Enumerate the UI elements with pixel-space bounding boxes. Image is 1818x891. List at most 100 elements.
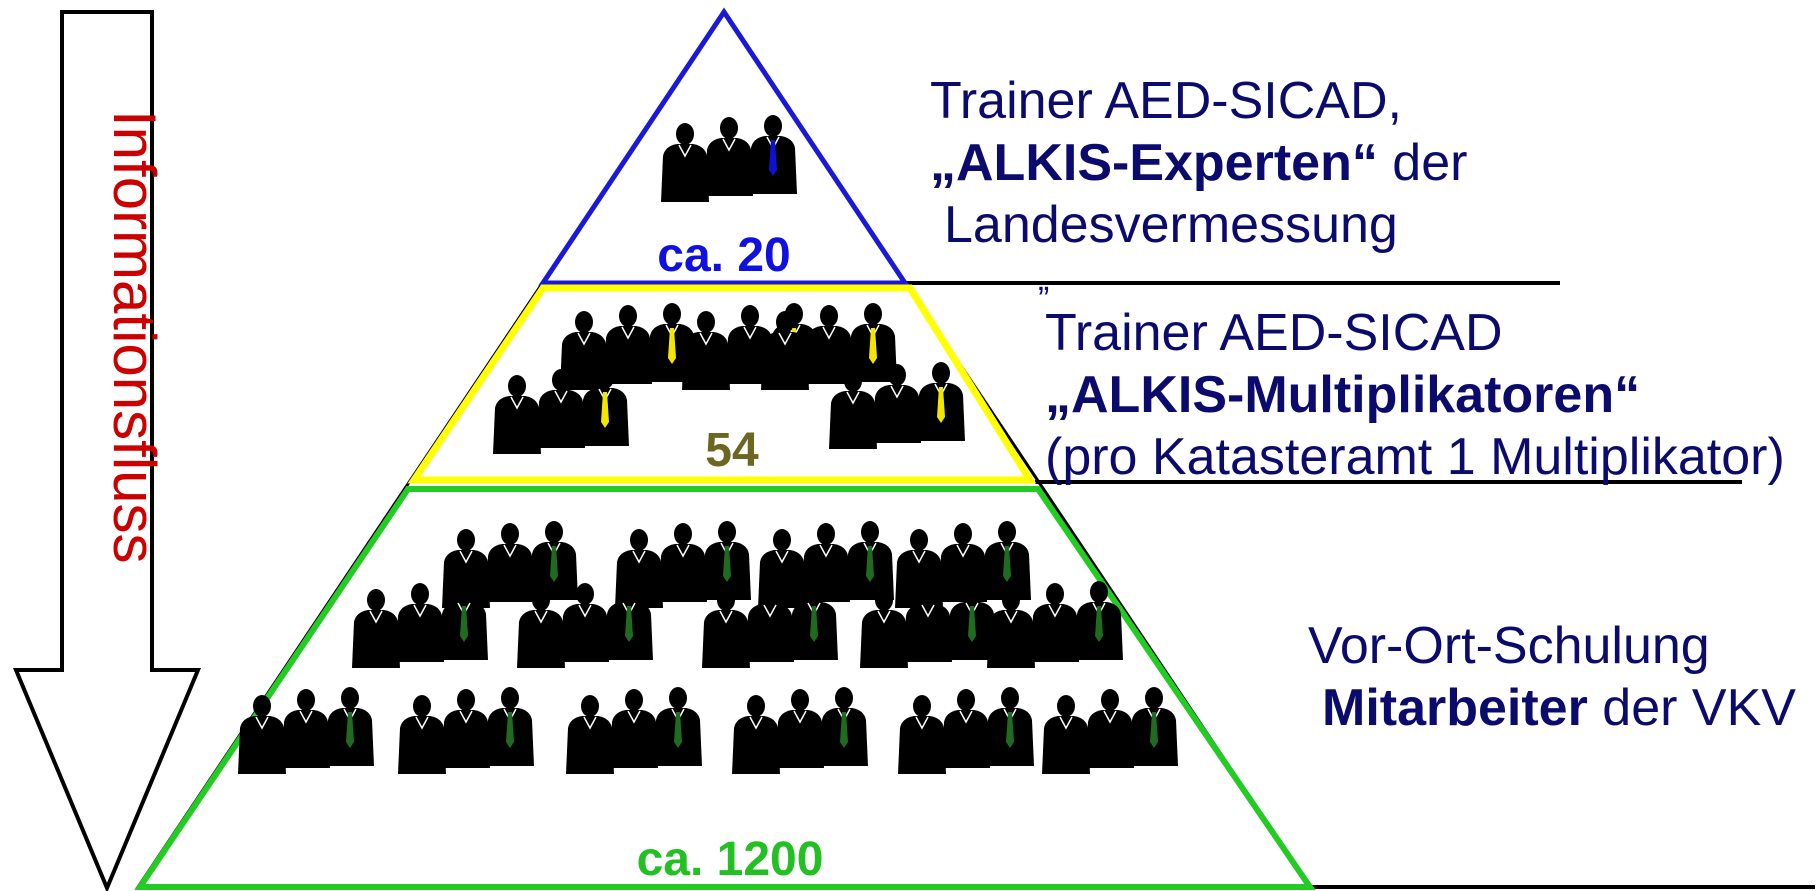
- person-collar-icon: [1103, 710, 1117, 724]
- person-silhouette-icon: [1042, 716, 1090, 774]
- tier-bottom-description: Vor-Ort-Schulung Mitarbeiter der VKV: [1308, 615, 1796, 739]
- person-head-icon: [575, 311, 593, 333]
- tier-top-line2-rest: der: [1377, 134, 1468, 192]
- tie-icon: [625, 606, 633, 642]
- person-collar-icon: [846, 391, 860, 405]
- tier-top-line3: Landesvermessung: [944, 196, 1398, 254]
- person-silhouette-icon: [396, 604, 444, 662]
- tier-bottom-line1: Vor-Ort-Schulung: [1308, 617, 1710, 675]
- tie-icon: [550, 546, 558, 582]
- person-head-icon: [625, 689, 643, 711]
- person-silhouette-icon: [517, 610, 565, 668]
- person-collar-icon: [577, 332, 591, 346]
- person-head-icon: [620, 581, 638, 603]
- person-collar-icon: [415, 716, 429, 730]
- person-head-icon: [619, 305, 637, 327]
- person-silhouette-icon: [238, 716, 286, 774]
- tier-middle-description: Trainer AED-SICAD „ALKIS-Multiplikatoren…: [1045, 302, 1785, 488]
- person-collar-icon: [959, 710, 973, 724]
- person-silhouette-icon: [610, 710, 658, 768]
- person-collar-icon: [510, 396, 524, 410]
- person-collar-icon: [956, 544, 970, 558]
- person-collar-icon: [912, 550, 926, 564]
- person-silhouette-icon: [746, 604, 794, 662]
- person-head-icon: [545, 521, 563, 543]
- tier-middle-line2: „ALKIS-Multiplikatoren“: [1045, 364, 1785, 426]
- person-head-icon: [297, 689, 315, 711]
- person-head-icon: [720, 117, 738, 139]
- person-head-icon: [773, 529, 791, 551]
- person-silhouette-icon: [898, 716, 946, 774]
- tie-icon: [810, 606, 818, 642]
- person-head-icon: [888, 364, 906, 386]
- person-head-icon: [919, 583, 937, 605]
- person-head-icon: [864, 303, 882, 325]
- person-collar-icon: [743, 326, 757, 340]
- person-head-icon: [576, 583, 594, 605]
- person-head-icon: [913, 695, 931, 717]
- person-silhouette-icon: [604, 326, 652, 384]
- person-head-icon: [669, 687, 687, 709]
- person-head-icon: [532, 589, 550, 611]
- person-silhouette-icon: [829, 391, 877, 449]
- person-head-icon: [805, 581, 823, 603]
- person-collar-icon: [627, 710, 641, 724]
- person-head-icon: [776, 311, 794, 333]
- tie-icon: [346, 712, 354, 748]
- person-silhouette-icon: [398, 716, 446, 774]
- person-silhouette-icon: [352, 610, 400, 668]
- person-head-icon: [455, 581, 473, 603]
- person-head-icon: [957, 689, 975, 711]
- person-head-icon: [764, 115, 782, 137]
- person-collar-icon: [299, 710, 313, 724]
- person-silhouette-icon: [486, 544, 534, 602]
- person-head-icon: [411, 583, 429, 605]
- person-collar-icon: [459, 710, 473, 724]
- person-collar-icon: [503, 544, 517, 558]
- person-silhouette-icon: [682, 332, 730, 390]
- tier-middle-line3: (pro Katasteramt 1 Multiplikator): [1045, 428, 1785, 486]
- person-collar-icon: [778, 332, 792, 346]
- person-silhouette-icon: [942, 710, 990, 768]
- person-head-icon: [457, 529, 475, 551]
- person-collar-icon: [1048, 604, 1062, 618]
- tier-top-description: Trainer AED-SICAD, „ALKIS-Experten“ der …: [930, 70, 1467, 256]
- tie-icon: [968, 606, 976, 642]
- person-head-icon: [1002, 589, 1020, 611]
- stray-quote-mark: „: [1038, 260, 1049, 298]
- person-head-icon: [844, 370, 862, 392]
- person-collar-icon: [621, 326, 635, 340]
- person-collar-icon: [632, 550, 646, 564]
- people-group-bottom: [238, 521, 1178, 774]
- person-collar-icon: [699, 332, 713, 346]
- person-head-icon: [1145, 687, 1163, 709]
- tie-icon: [1150, 712, 1158, 748]
- person-collar-icon: [255, 716, 269, 730]
- person-head-icon: [875, 589, 893, 611]
- person-silhouette-icon: [661, 144, 709, 202]
- person-silhouette-icon: [761, 332, 809, 390]
- person-collar-icon: [1004, 610, 1018, 624]
- person-head-icon: [718, 521, 736, 543]
- tie-icon: [869, 328, 877, 364]
- person-collar-icon: [1059, 716, 1073, 730]
- tier-middle-count: 54: [705, 424, 759, 477]
- person-head-icon: [630, 529, 648, 551]
- person-head-icon: [835, 687, 853, 709]
- person-silhouette-icon: [873, 385, 921, 443]
- person-head-icon: [1090, 581, 1108, 603]
- person-collar-icon: [534, 610, 548, 624]
- person-silhouette-icon: [702, 610, 750, 668]
- person-silhouette-icon: [537, 390, 585, 448]
- person-collar-icon: [678, 144, 692, 158]
- tie-icon: [674, 712, 682, 748]
- person-head-icon: [741, 305, 759, 327]
- information-flow-label: Informationsfluss: [101, 110, 168, 564]
- tier-bottom-count: ca. 1200: [636, 833, 824, 886]
- tie-icon: [460, 606, 468, 642]
- person-collar-icon: [578, 604, 592, 618]
- person-head-icon: [663, 303, 681, 325]
- tier-bottom-role: Mitarbeiter: [1322, 679, 1588, 737]
- person-collar-icon: [877, 610, 891, 624]
- person-head-icon: [596, 367, 614, 389]
